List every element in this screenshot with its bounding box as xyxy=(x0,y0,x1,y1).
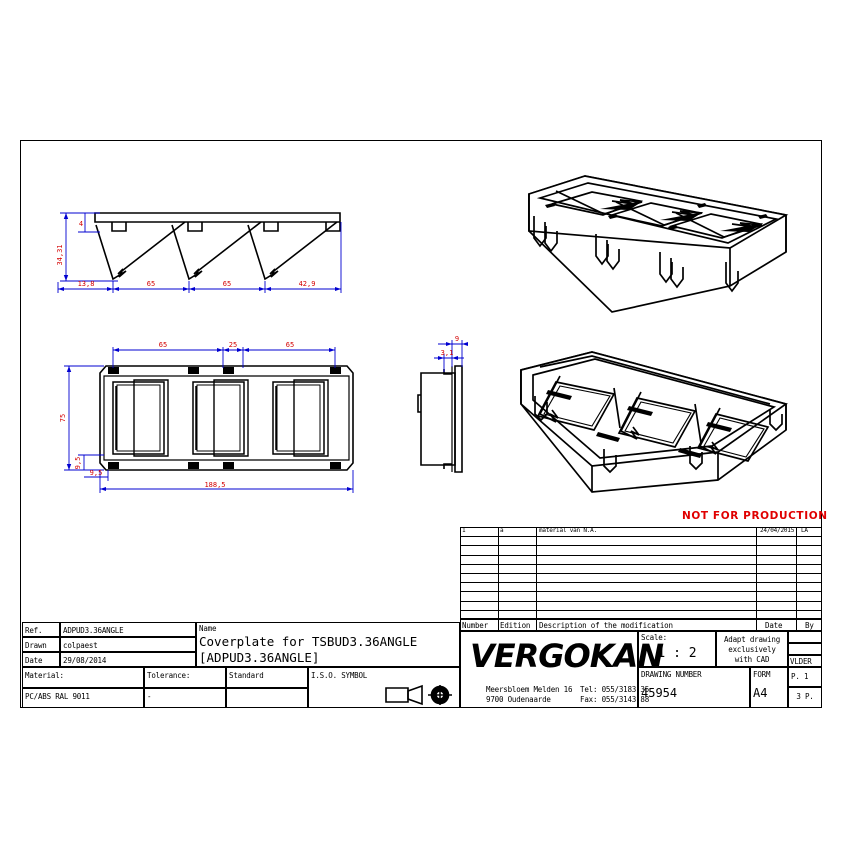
row-divider xyxy=(460,573,822,574)
row-divider xyxy=(460,582,822,584)
row-divider xyxy=(460,536,822,538)
revision-row xyxy=(460,554,822,564)
isometric-view-bottom xyxy=(520,351,788,493)
revision-row xyxy=(460,609,822,619)
plan-view-dimension-labels: 65 25 65 75 9,5 9,5 188,5 xyxy=(59,341,294,489)
revision-cell-date: 24/04/2015 xyxy=(760,527,795,534)
tolerance-value: - xyxy=(147,692,152,701)
form-value: A4 xyxy=(753,686,768,700)
dim-65-a: 65 xyxy=(147,280,155,288)
rev-header-by: By xyxy=(805,621,814,630)
drawing-number-label: DRAWING NUMBER xyxy=(641,670,702,679)
dim-height-75: 75 xyxy=(59,414,67,422)
dim-top-65-b: 65 xyxy=(286,341,294,349)
front-section-view xyxy=(94,212,341,281)
isometric-view-top xyxy=(528,175,789,313)
iso-symbol-label: I.S.O. SYMBOL xyxy=(311,671,368,680)
revision-cell-description: material van N.A. xyxy=(539,527,598,534)
rev-header-date: Date xyxy=(765,621,783,630)
revision-row xyxy=(460,545,822,554)
tolerance-label: Tolerance: xyxy=(147,671,191,680)
row-divider xyxy=(460,545,822,547)
dim-3-1: 3,1 xyxy=(441,349,454,357)
rev-header-description: Description of the modification xyxy=(539,621,673,630)
dim-top-65-a: 65 xyxy=(159,341,167,349)
scale-value: 1 : 2 xyxy=(657,646,697,661)
material-label: Material: xyxy=(25,671,64,680)
front-section-dimension-labels: 34,31 4 13,8 65 65 42,9 xyxy=(56,220,315,288)
title-block-left: Ref. ADPUD3.36ANGLE Drawn colpaest Date … xyxy=(22,622,460,708)
dim-thickness-4: 4 xyxy=(79,220,83,228)
drawing-number-value: 45954 xyxy=(641,686,678,700)
address-line-2: 9700 Oudenaarde xyxy=(486,695,551,704)
address-line-1: Meersbloem Melden 16 xyxy=(486,685,573,694)
revision-row xyxy=(460,600,822,610)
revision-row xyxy=(460,536,822,545)
dim-9: 9 xyxy=(455,335,459,343)
drawn-value: colpaest xyxy=(63,641,98,650)
revision-row xyxy=(460,573,822,582)
company-logo: VERGOKAN xyxy=(470,637,664,675)
row-divider xyxy=(460,609,822,611)
revision-row xyxy=(460,563,822,573)
title-block-right: VERGOKAN Meersbloem Melden 16 9700 Ouden… xyxy=(460,631,822,708)
page-label: P. 1 xyxy=(791,672,809,681)
side-view xyxy=(417,365,463,473)
revision-row xyxy=(460,591,822,600)
revision-header-row: Number Edition Description of the modifi… xyxy=(460,619,822,631)
telephone: Tel: 055/3183.35 xyxy=(580,685,650,694)
cad-note-line-3: with CAD xyxy=(734,655,770,664)
revision-cell-number: 1 xyxy=(462,527,466,534)
dim-small-9-5-horizontal: 9,5 xyxy=(90,469,103,477)
cad-note-line-1: Adapt drawing xyxy=(723,635,781,644)
dim-top-25: 25 xyxy=(229,341,237,349)
drawn-label: Drawn xyxy=(25,641,47,650)
row-divider xyxy=(460,563,822,565)
dim-65-b: 65 xyxy=(223,280,231,288)
ref-label: Ref. xyxy=(25,626,43,635)
iso-projection-symbol xyxy=(385,684,452,706)
standard-label: Standard xyxy=(229,671,264,680)
side-view-dimensions xyxy=(434,340,468,372)
dim-small-9-5-vertical: 9,5 xyxy=(74,457,82,470)
scale-label: Scale: xyxy=(641,633,667,642)
dim-height-34-31: 34,31 xyxy=(56,244,64,265)
revision-table: 1 a material van N.A. 24/04/2015 LA xyxy=(460,527,822,619)
revision-row xyxy=(460,582,822,591)
material-value: PC/ABS RAL 9011 xyxy=(25,692,90,701)
revision-cell-by: LA xyxy=(801,527,808,534)
name-line-1: Coverplate for TSBUD3.36ANGLE xyxy=(199,634,418,649)
fax: Fax: 055/3143.88 xyxy=(580,695,650,704)
dim-overall-188-5: 188,5 xyxy=(204,481,225,489)
ref-value: ADPUD3.36ANGLE xyxy=(63,626,124,635)
row-divider xyxy=(460,591,822,593)
plan-view xyxy=(99,365,354,471)
page-total: 3 P. xyxy=(796,692,814,701)
revision-cell-edition: a xyxy=(500,527,504,534)
dim-42-9: 42,9 xyxy=(299,280,316,288)
front-section-dimensions xyxy=(57,212,342,293)
date-label: Date xyxy=(25,656,43,665)
revision-row: 1 a material van N.A. 24/04/2015 LA xyxy=(460,527,822,536)
rev-header-number: Number xyxy=(462,621,488,630)
row-divider xyxy=(460,554,822,556)
checker-name: VLDER xyxy=(790,657,812,666)
row-divider xyxy=(460,600,822,602)
not-for-production-warning: NOT FOR PRODUCTION xyxy=(682,510,828,522)
date-value: 29/08/2014 xyxy=(63,656,107,665)
form-label: FORM xyxy=(753,670,771,679)
dim-13-8: 13,8 xyxy=(78,280,95,288)
rev-header-edition: Edition xyxy=(500,621,531,630)
side-view-dimension-labels: 9 3,1 xyxy=(441,335,459,357)
plan-view-dimensions xyxy=(64,347,354,493)
cad-note-line-2: exclusively xyxy=(728,645,776,654)
name-line-2: [ADPUD3.36ANGLE] xyxy=(199,650,320,665)
name-label: Name xyxy=(199,624,217,633)
